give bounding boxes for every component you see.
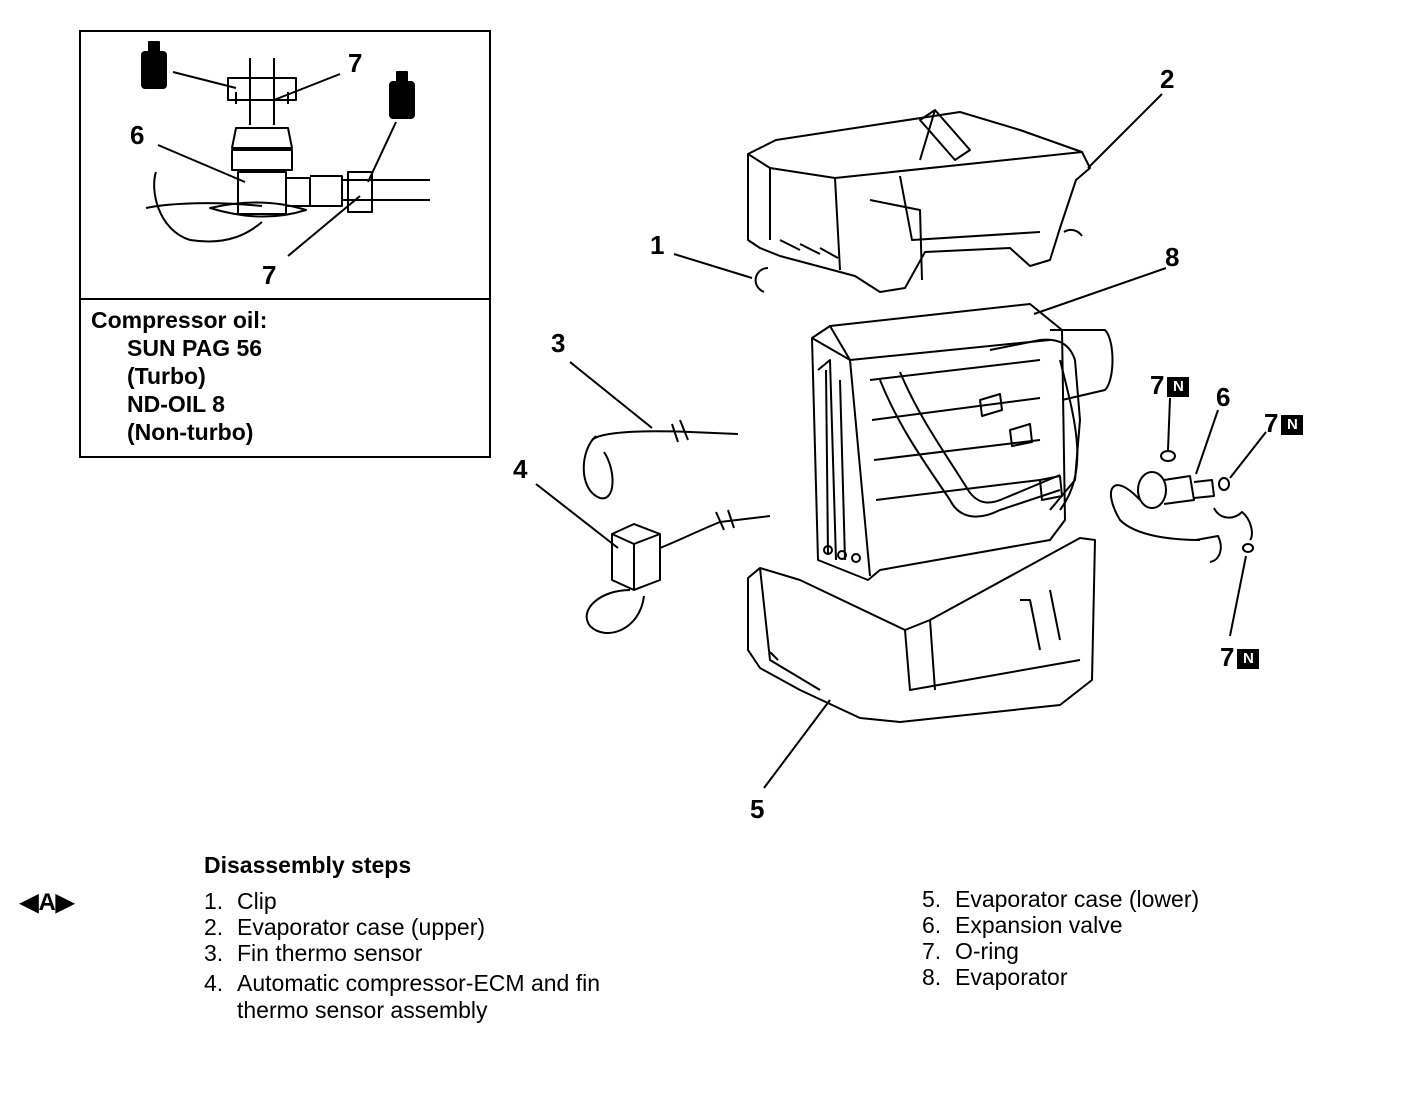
oil-line: (Turbo) [127,363,206,389]
step-text: Evaporator [955,964,1068,990]
step-item: 8. Evaporator [922,964,1068,990]
step-text: Automatic compressor-ECM and fin [237,970,601,996]
step-text: Expansion valve [955,912,1123,938]
n-badge-icon: N [1167,377,1190,397]
step-item: 3. Fin thermo sensor [204,940,422,966]
oil-heading: Compressor oil: [91,307,268,333]
clip-drawing [754,267,769,293]
callout-1: 1 [650,230,665,260]
inset-divider [79,298,491,300]
oil-line: SUN PAG 56 [127,335,263,361]
callout-7-number: 7 [1264,408,1279,438]
n-badge-icon: N [1237,649,1260,669]
expansion-valve-cluster-drawing [1110,450,1254,563]
compressor-ecm-assembly-drawing [585,509,771,634]
callout-7-number: 7 [1220,642,1235,672]
step-text: O-ring [955,938,1019,964]
step-text: Fin thermo sensor [237,940,423,966]
step-text: Clip [237,888,277,914]
step-item: 2. Evaporator case (upper) [204,914,485,940]
step-number: 4. [204,970,224,996]
evaporator-case-upper-drawing [747,109,1091,293]
step-number: 8. [922,964,942,990]
step-item: 7. O-ring [922,938,1019,964]
inset-callout-7-top: 7 [348,48,363,78]
step-item: 4. Automatic compressor-ECM and fin [204,970,600,996]
leader-lines [535,93,1267,789]
callout-2: 2 [1160,64,1175,94]
n-badge-icon: N [1281,415,1304,435]
oil-line: ND-OIL 8 [127,391,225,417]
inset-frame [79,30,491,458]
step-number: 3. [204,940,224,966]
step-text: Evaporator case (lower) [955,886,1200,912]
callout-4: 4 [513,454,528,484]
step-item: 1. Clip [204,888,277,914]
step-item-continuation: thermo sensor assembly [204,997,488,1023]
step-number: 1. [204,888,224,914]
disassembly-steps-title: Disassembly steps [204,852,412,878]
inset-callout-6: 6 [130,120,145,150]
inset-callout-7-bottom: 7 [262,260,277,290]
step-number: 2. [204,914,224,940]
callout-3: 3 [551,328,566,358]
step-number: 7. [922,938,942,964]
callout-8: 8 [1165,242,1180,272]
oil-line: (Non-turbo) [127,419,254,445]
fin-thermo-sensor-drawing [582,419,739,500]
step-number: 5. [922,886,942,912]
service-point-marker-icon: ◀A▶ [20,889,75,916]
evaporator-drawing [811,303,1114,581]
inset-expansion-valve-drawing [141,41,430,257]
step-text: Evaporator case (upper) [237,914,486,940]
step-text: thermo sensor assembly [237,997,488,1023]
step-item: 6. Expansion valve [922,912,1123,938]
step-item: 5. Evaporator case (lower) [922,886,1199,912]
step-number: 6. [922,912,942,938]
callout-7-number: 7 [1150,370,1165,400]
callout-6: 6 [1216,382,1231,412]
callout-5: 5 [750,794,765,824]
evaporator-case-lower-drawing [747,537,1096,723]
